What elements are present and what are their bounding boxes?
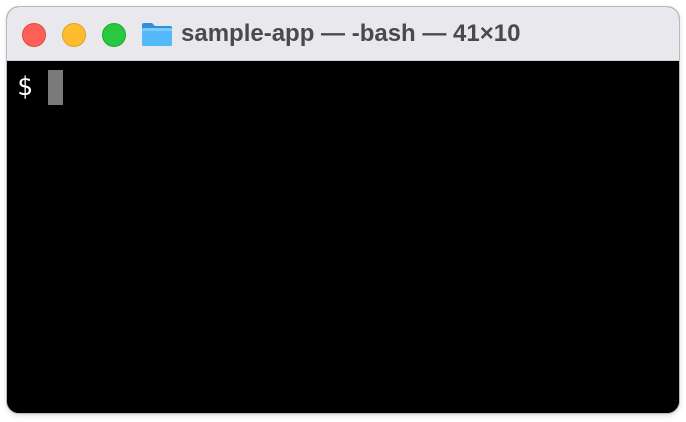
minimize-button[interactable] xyxy=(62,23,86,47)
zoom-button[interactable] xyxy=(102,23,126,47)
text-cursor xyxy=(47,69,63,105)
terminal-content[interactable]: $ xyxy=(7,61,679,413)
command-line[interactable]: $ xyxy=(17,67,63,107)
folder-icon xyxy=(142,23,172,46)
shell-prompt: $ xyxy=(17,72,33,102)
window-title: sample-app — -bash — 41×10 xyxy=(181,20,521,47)
window-title-group: sample-app — -bash — 41×10 xyxy=(141,7,520,61)
title-bar[interactable]: sample-app — -bash — 41×10 xyxy=(7,7,679,61)
close-button[interactable] xyxy=(22,23,46,47)
terminal-window: sample-app — -bash — 41×10 $ xyxy=(7,7,679,413)
